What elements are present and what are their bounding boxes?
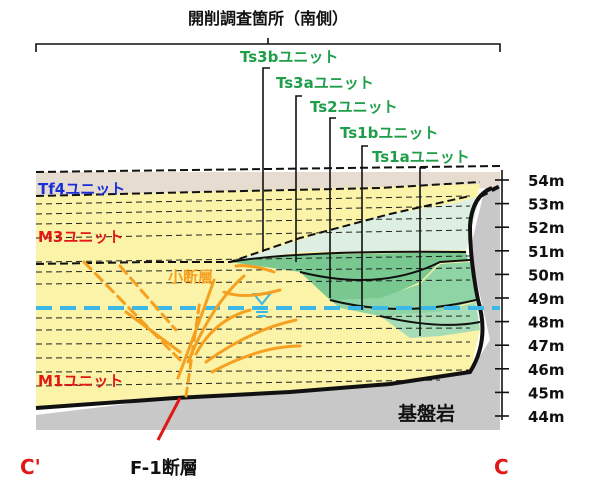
fault-label: F-1断層	[130, 457, 198, 479]
scale-label: 47m	[528, 337, 565, 355]
unit-label-ts1b: Ts1bユニット	[340, 124, 438, 142]
scale-label: 49m	[528, 290, 565, 308]
unit-label-ts3b: Ts3bユニット	[240, 48, 338, 66]
ts2-fill	[230, 252, 468, 300]
unit-label-m3: M3ユニット	[38, 228, 123, 246]
unit-leader-lines	[262, 67, 426, 336]
unit-label-ts3a: Ts3aユニット	[276, 74, 374, 92]
endpoint-left: C'	[20, 455, 41, 479]
bedrock-region	[36, 186, 500, 430]
unit-boundaries	[35, 165, 501, 265]
title: 開削調査箇所（南側）	[188, 9, 348, 28]
unit-label-m1: M1ユニット	[38, 372, 123, 390]
unit-label-tf4: Tf4ユニット	[38, 180, 125, 198]
scale-label: 44m	[528, 408, 565, 426]
scale-label: 54m	[528, 172, 565, 190]
small-faults	[82, 260, 302, 398]
scale-ticks: 54m 53m 52m 51m 50m 49m 48m 47m 46m 45m 44m	[495, 172, 565, 426]
unit-label-ts2: Ts2ユニット	[310, 98, 398, 116]
scale-label: 52m	[528, 219, 565, 237]
ts3-fill	[230, 196, 480, 262]
bedrock-top-dashed	[479, 184, 501, 198]
scale-label: 50m	[528, 266, 565, 284]
ts1-fill	[330, 262, 476, 316]
scale-label: 46m	[528, 361, 565, 379]
scale-label: 45m	[528, 384, 565, 402]
bedrock-boundary	[35, 186, 493, 410]
bedrock-label: 基盤岩	[397, 402, 455, 425]
ts1a-fill	[380, 302, 480, 338]
scale-label: 51m	[528, 243, 565, 261]
bedding-lines	[35, 195, 471, 387]
fault-f1-line	[156, 397, 182, 441]
endpoint-right: C	[494, 455, 509, 479]
title-bracket	[35, 38, 501, 52]
unit-label-ts1a: Ts1aユニット	[372, 148, 470, 166]
scale-label: 53m	[528, 196, 565, 214]
scale-label: 48m	[528, 314, 565, 332]
small-fault-label: 小断層	[168, 268, 213, 286]
